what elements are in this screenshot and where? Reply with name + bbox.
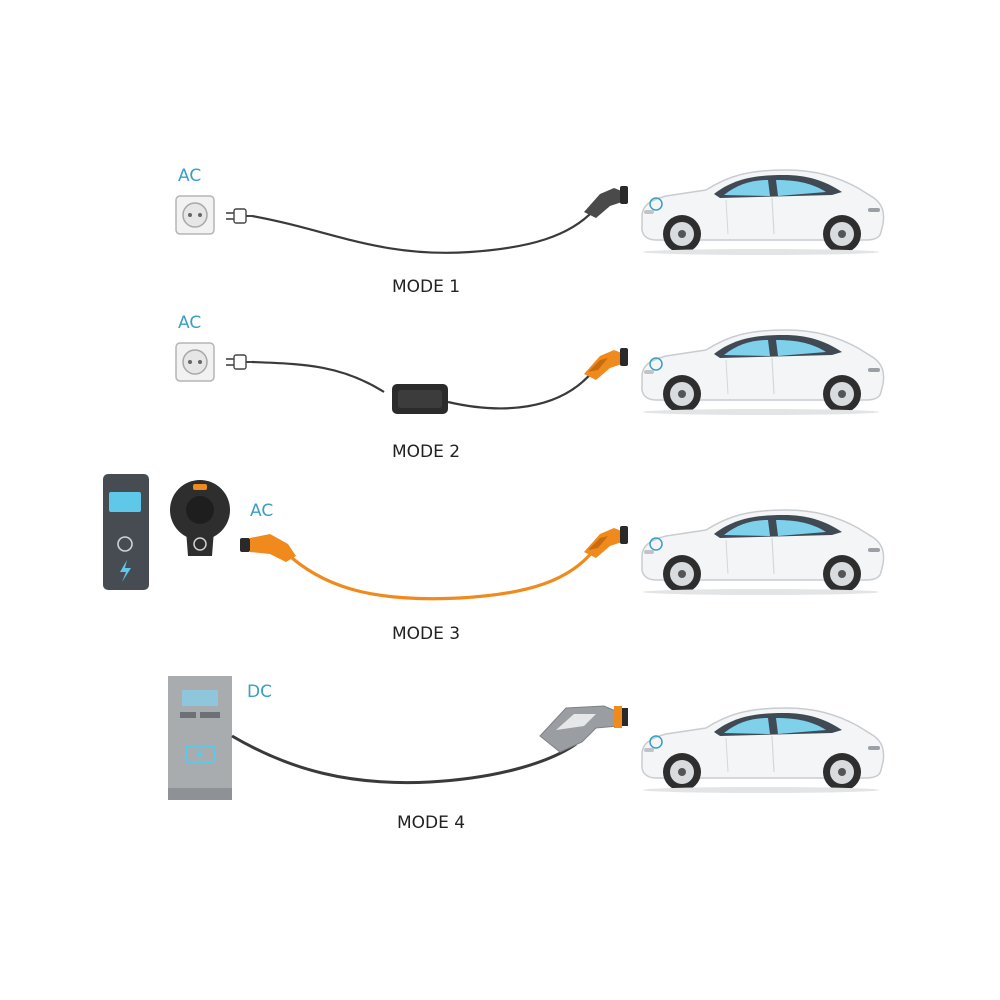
electric-car-icon bbox=[641, 169, 885, 256]
mode-2-row: AC MODE 2 bbox=[175, 313, 885, 462]
mode-label-3: MODE 3 bbox=[392, 624, 460, 644]
electric-car-icon bbox=[641, 329, 885, 416]
dc-fast-charger-icon bbox=[168, 676, 232, 800]
type2-connector-icon bbox=[584, 526, 628, 558]
current-label-mode-3: AC bbox=[250, 501, 273, 521]
charging-cable bbox=[290, 548, 596, 601]
type2-connector-icon bbox=[584, 186, 628, 218]
current-label-mode-2: AC bbox=[178, 313, 201, 333]
type2-connector-icon bbox=[240, 534, 296, 562]
mode-label-1: MODE 1 bbox=[392, 277, 460, 297]
dc-connector-icon bbox=[539, 705, 628, 753]
wall-socket-icon bbox=[175, 342, 215, 382]
charging-cable bbox=[447, 369, 595, 410]
wallbox-icon bbox=[170, 480, 230, 556]
electric-car-icon bbox=[641, 707, 885, 794]
charging-cable bbox=[251, 209, 595, 254]
battery-icon bbox=[185, 745, 215, 763]
lightning-icon bbox=[120, 560, 131, 582]
electric-car-icon bbox=[641, 509, 885, 596]
charging-cable bbox=[251, 360, 385, 393]
mode-3-row: AC MODE 3 bbox=[103, 474, 885, 644]
type2-connector-icon bbox=[584, 348, 628, 380]
plug-icon bbox=[225, 208, 253, 224]
mode-label-2: MODE 2 bbox=[392, 442, 460, 462]
plug-icon bbox=[225, 354, 253, 370]
lightning-icon bbox=[196, 748, 205, 761]
charging-station-icon bbox=[103, 474, 149, 590]
mode-label-4: MODE 4 bbox=[397, 813, 465, 833]
control-box-face bbox=[398, 390, 442, 408]
charging-cable bbox=[231, 734, 577, 785]
mode-4-row: DC MODE 4 bbox=[168, 676, 885, 833]
current-label-mode-4: DC bbox=[247, 682, 272, 702]
mode-1-row: AC MODE 1 bbox=[175, 166, 885, 297]
current-label-mode-1: AC bbox=[178, 166, 201, 186]
wall-socket-icon bbox=[175, 195, 215, 235]
